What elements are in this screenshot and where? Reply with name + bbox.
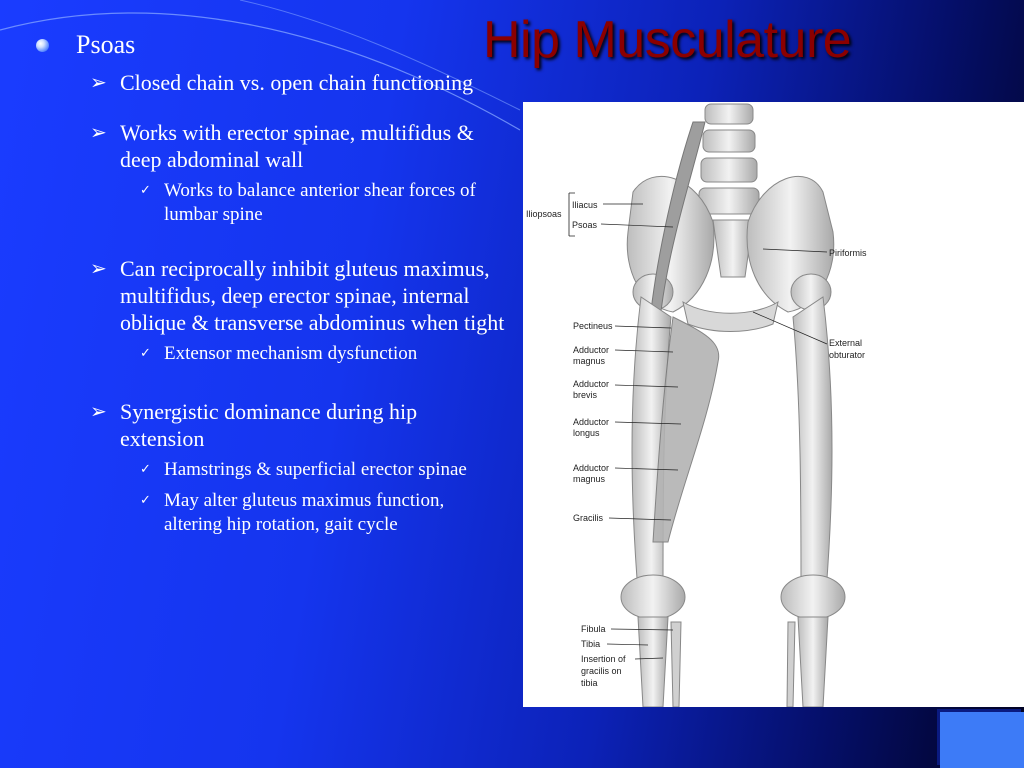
label-gracilis: Gracilis xyxy=(573,513,604,523)
adductor-muscles xyxy=(652,316,720,543)
bullet-text: Closed chain vs. open chain functioning xyxy=(120,70,474,95)
label-adductor-longus-1: Adductor xyxy=(573,417,609,427)
bullet-text: Works with erector spinae, multifidus & … xyxy=(120,120,474,172)
label-adductor-magnus-1a: Adductor xyxy=(573,345,609,355)
label-adductor-brevis-1: Adductor xyxy=(573,379,609,389)
hip-anatomy-illustration: Iliopsoas Iliacus Psoas Piriformis Pecti… xyxy=(526,103,867,707)
bullet-level1: Psoas xyxy=(36,30,506,60)
bullet-level3: ✓ May alter gluteus maximus function, al… xyxy=(36,489,506,537)
checkmark-bullet-icon: ✓ xyxy=(140,346,151,361)
arrow-bullet-icon: ➢ xyxy=(90,399,107,423)
label-adductor-magnus-1b: magnus xyxy=(573,356,606,366)
label-external-obturator-1: External xyxy=(829,338,862,348)
label-external-obturator-2: obturator xyxy=(829,350,865,360)
arrow-bullet-icon: ➢ xyxy=(90,256,107,280)
bullet-level3: ✓ Hamstrings & superficial erector spina… xyxy=(36,458,506,482)
bullet-level2: ➢ Works with erector spinae, multifidus … xyxy=(36,119,506,173)
bullet-level2: ➢ Closed chain vs. open chain functionin… xyxy=(36,69,506,96)
label-insertion-1: Insertion of xyxy=(581,654,626,664)
label-adductor-magnus-2b: magnus xyxy=(573,474,606,484)
bullet-text: May alter gluteus maximus function, alte… xyxy=(164,490,445,535)
bullet-list: Psoas ➢ Closed chain vs. open chain func… xyxy=(36,30,506,537)
label-adductor-longus-2: longus xyxy=(573,428,600,438)
bullet-text: Hamstrings & superficial erector spinae xyxy=(164,459,467,480)
lumbar-spine xyxy=(698,103,760,278)
checkmark-bullet-icon: ✓ xyxy=(140,493,151,508)
figure-labels: Iliopsoas Iliacus Psoas Piriformis Pecti… xyxy=(526,192,867,688)
bullet-level3: ✓ Works to balance anterior shear forces… xyxy=(36,179,506,227)
bullet-text: Extensor mechanism dysfunction xyxy=(164,343,418,364)
arrow-bullet-icon: ➢ xyxy=(90,70,107,94)
bullet-level2: ➢ Can reciprocally inhibit gluteus maxim… xyxy=(36,255,506,336)
bullet-dot-icon xyxy=(36,39,49,52)
femurs xyxy=(620,296,846,620)
label-fibula: Fibula xyxy=(581,624,606,634)
bullet-text: Psoas xyxy=(76,30,136,59)
bullet-text: Synergistic dominance during hip extensi… xyxy=(120,399,418,451)
label-insertion-2: gracilis on xyxy=(581,666,622,676)
label-tibia: Tibia xyxy=(581,639,600,649)
arrow-bullet-icon: ➢ xyxy=(90,120,107,144)
lower-legs xyxy=(637,616,829,707)
bullet-level3: ✓ Extensor mechanism dysfunction xyxy=(36,342,506,366)
bullet-level2: ➢ Synergistic dominance during hip exten… xyxy=(36,398,506,452)
label-piriformis: Piriformis xyxy=(829,248,867,258)
slide-title: Hip Musculature xyxy=(483,11,852,69)
bullet-text: Can reciprocally inhibit gluteus maximus… xyxy=(120,256,505,335)
label-psoas: Psoas xyxy=(572,220,598,230)
checkmark-bullet-icon: ✓ xyxy=(140,462,151,477)
label-iliopsoas: Iliopsoas xyxy=(526,209,562,219)
corner-accent xyxy=(940,712,1024,768)
label-iliacus: Iliacus xyxy=(572,200,598,210)
anatomy-figure: Iliopsoas Iliacus Psoas Piriformis Pecti… xyxy=(523,102,1024,707)
label-insertion-3: tibia xyxy=(581,678,598,688)
checkmark-bullet-icon: ✓ xyxy=(140,183,151,198)
bullet-text: Works to balance anterior shear forces o… xyxy=(164,180,476,225)
label-adductor-magnus-2a: Adductor xyxy=(573,463,609,473)
label-adductor-brevis-2: brevis xyxy=(573,390,598,400)
label-pectineus: Pectineus xyxy=(573,321,613,331)
